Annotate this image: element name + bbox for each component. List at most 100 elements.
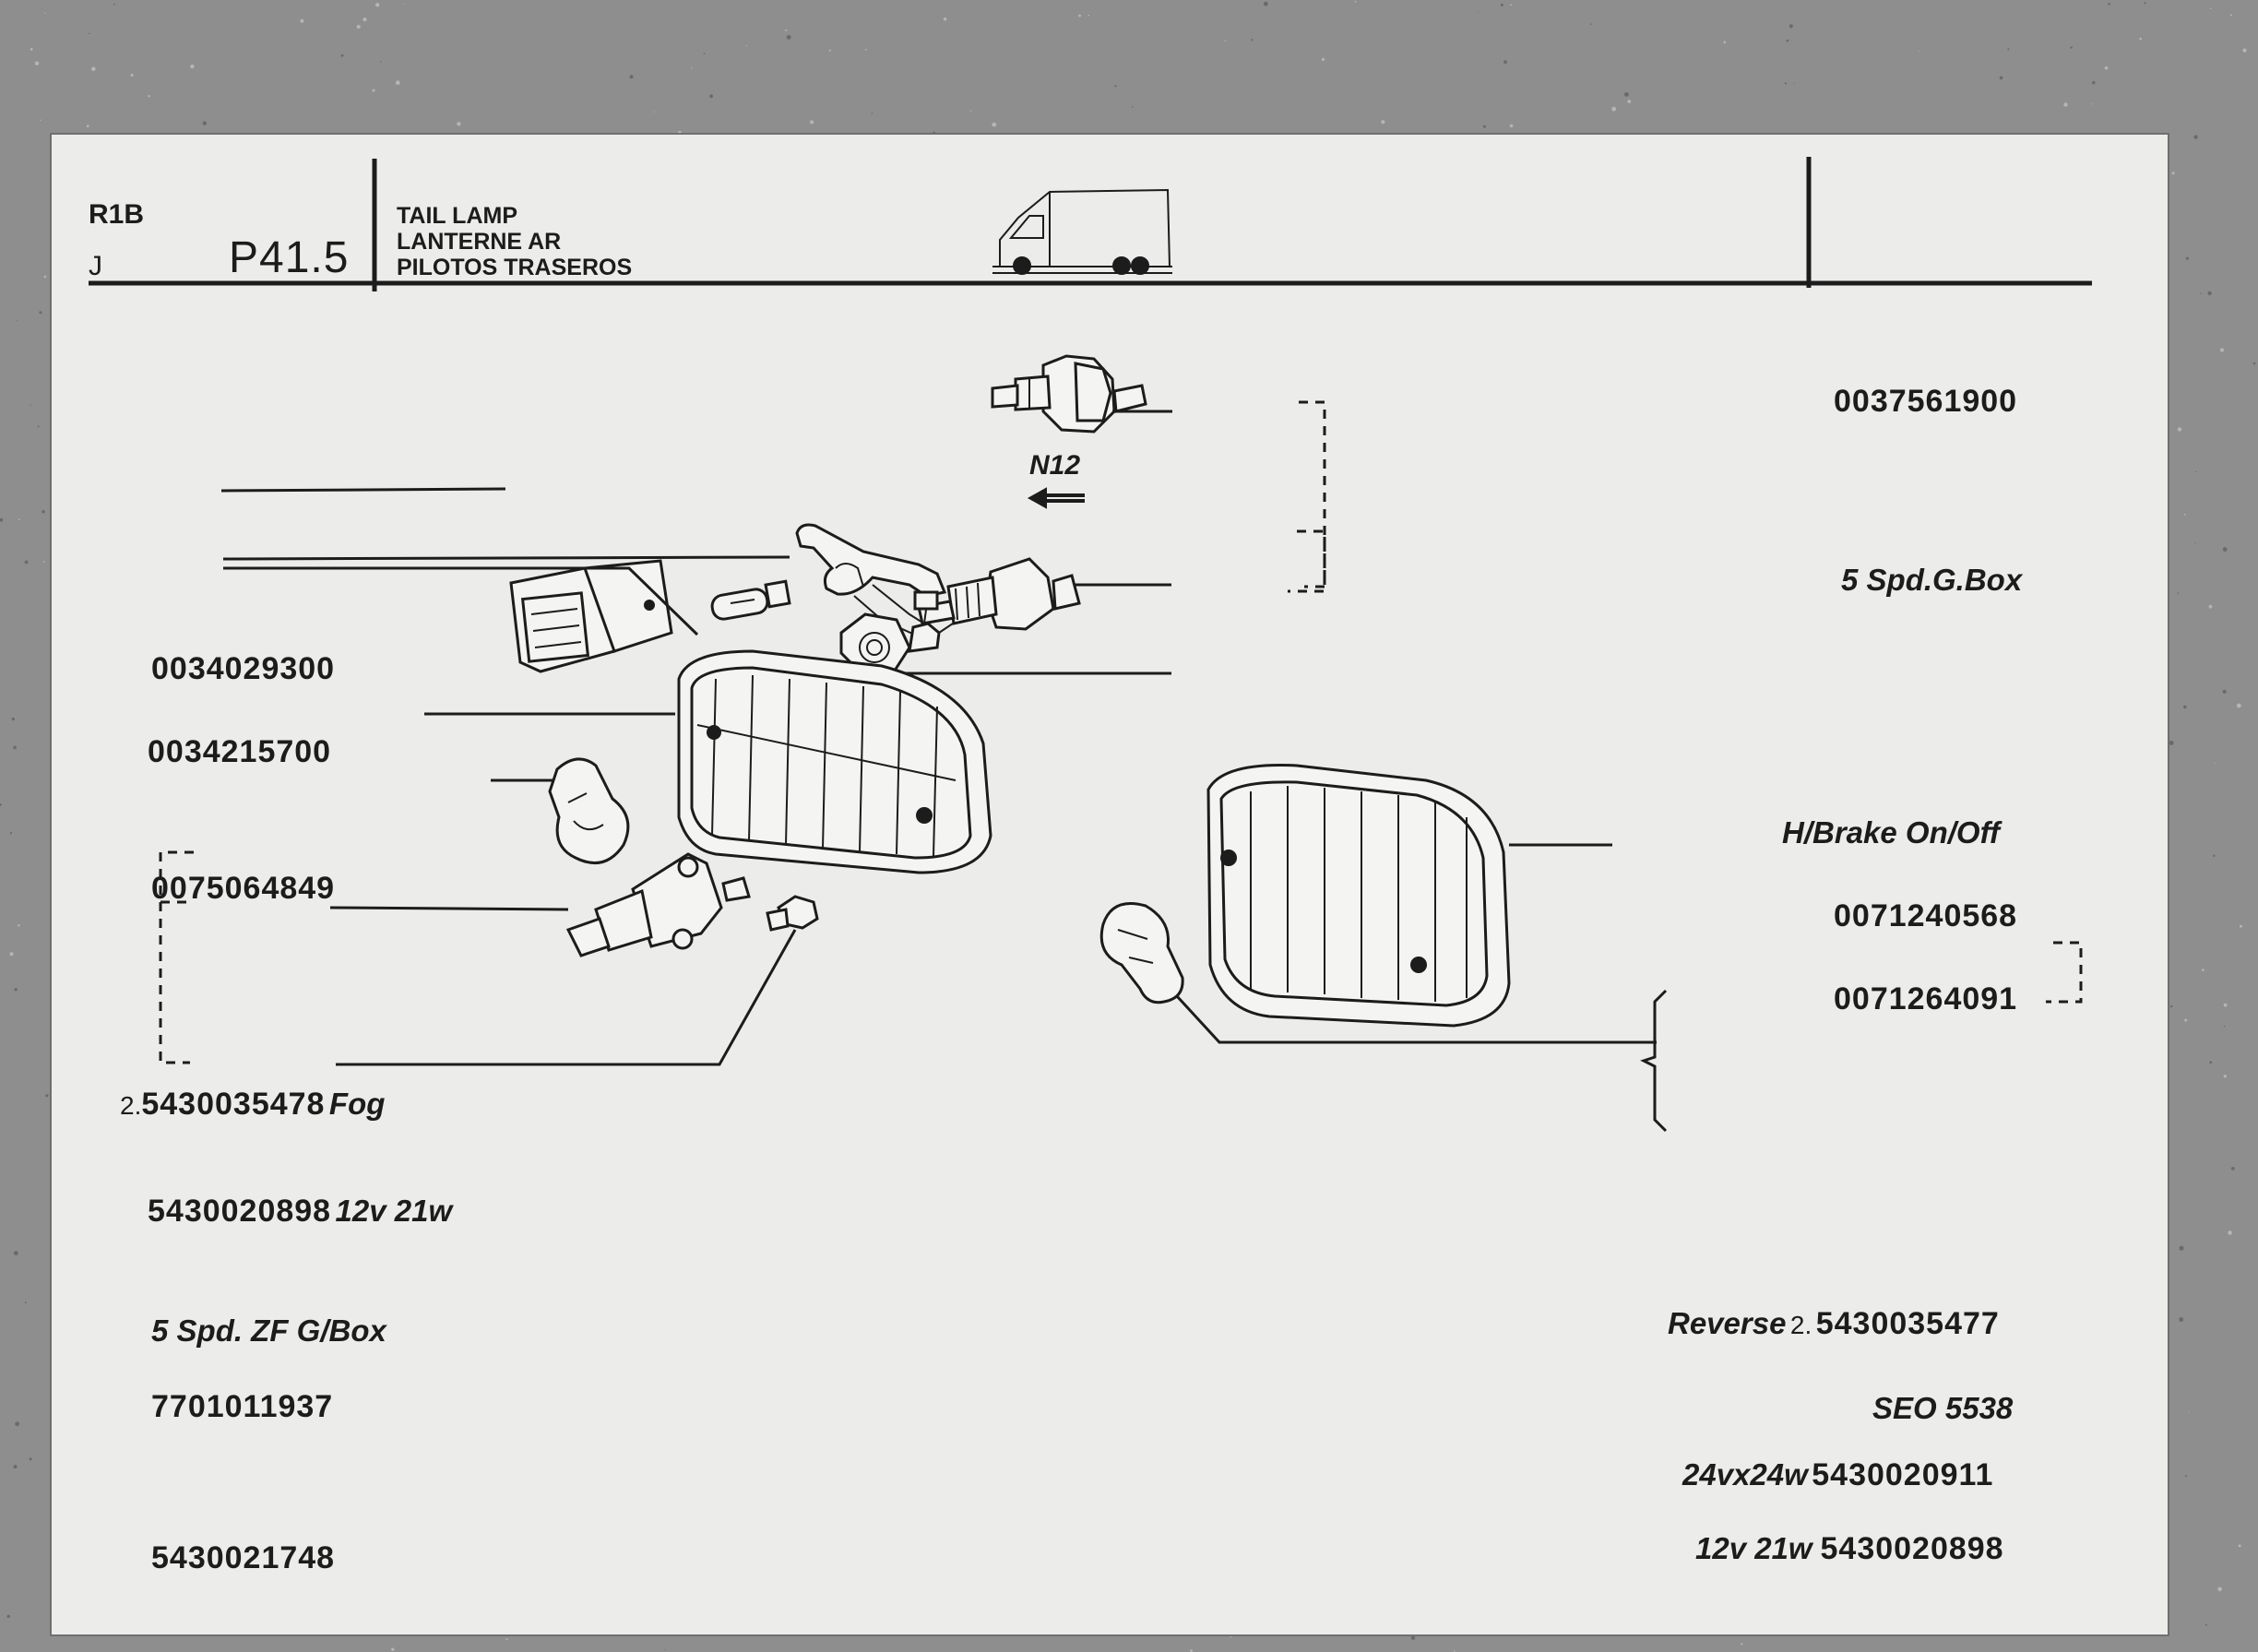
scan-speck [943, 18, 947, 21]
scan-speck [1229, 1634, 1233, 1637]
scan-speck [1321, 57, 1325, 61]
scan-speck [2169, 1004, 2173, 1008]
scan-speck [202, 121, 207, 125]
scan-speck [1500, 3, 1503, 6]
scan-speck [2188, 1411, 2190, 1413]
scan-speck [2242, 48, 2247, 53]
scan-speck [2194, 542, 2196, 544]
arrow-left-icon [1027, 487, 1085, 509]
scan-speck [2230, 14, 2232, 17]
scan-speck [113, 4, 115, 6]
scan-speck [2219, 348, 2225, 352]
leader-reverse-bulb [1175, 994, 1657, 1044]
reverse-lamp-label: Reverse 2. 5430035477 [1668, 1308, 2000, 1339]
scan-speck [2185, 256, 2189, 260]
scan-speck [678, 130, 682, 135]
bracket-handbrake [1297, 529, 1326, 588]
reverse-lamp-prefix: 2. [1789, 1311, 1812, 1339]
scan-speck [653, 111, 655, 113]
scan-speck [1078, 14, 1081, 18]
part-number-zf-switch: 7701011937 [151, 1389, 334, 1424]
scan-speck [709, 94, 713, 99]
scan-speck [9, 832, 12, 835]
fog-bulb-drawing [548, 757, 630, 865]
scan-speck [2184, 1018, 2188, 1022]
scan-speck [2207, 291, 2212, 296]
scan-speck [1589, 23, 1592, 26]
scan-speck [356, 24, 361, 30]
scan-speck [2228, 1230, 2232, 1235]
scan-speck [2238, 1544, 2241, 1548]
scan-speck [2185, 1475, 2187, 1478]
scan-speck [43, 275, 47, 279]
scan-speck [2007, 48, 2010, 51]
scan-speck [1251, 39, 1254, 42]
scan-speck [1786, 39, 1789, 42]
scan-speck [664, 1649, 666, 1650]
scan-speck [2108, 3, 2110, 6]
scan-speck [691, 67, 693, 69]
scan-speck [9, 952, 14, 957]
scan-speck [1354, 0, 1357, 3]
scan-speck [2217, 1587, 2222, 1592]
scan-speck [300, 18, 304, 23]
scan-speck [2208, 604, 2213, 609]
hex-nut-drawing [839, 612, 911, 675]
van-icon [992, 188, 1172, 275]
scan-speck [2223, 1003, 2228, 1007]
reference-label: N12 [1029, 450, 1081, 481]
leader-screw [336, 929, 797, 1066]
scan-speck [1477, 12, 1479, 14]
scan-speck [1611, 106, 1617, 112]
scan-speck [871, 113, 873, 114]
note-reverse: Reverse [1668, 1306, 1787, 1340]
leader-switch-panel [220, 487, 506, 493]
scan-speck [13, 1251, 18, 1255]
scan-speck [190, 64, 195, 69]
scan-speck [37, 425, 40, 428]
spec-reverse-bulb-24: 24vx24w [1682, 1457, 1808, 1492]
title-english: TAIL LAMP [397, 203, 518, 229]
scan-speck [1503, 60, 1507, 64]
scan-speck [1132, 106, 1134, 108]
scan-speck [30, 48, 33, 51]
scan-speck [375, 3, 380, 7]
scan-speck [2252, 362, 2256, 365]
part-number-gbox-switch: 0037561900 [1834, 384, 2018, 419]
scan-speck [0, 803, 2, 806]
scan-speck [130, 74, 134, 77]
fog-lamp-label: 2.5430035478 Fog [120, 1088, 385, 1120]
part-number-switch-panel: 0034215700 [148, 734, 332, 769]
scan-speck [1454, 1650, 1456, 1652]
scan-speck [1087, 14, 1090, 17]
scan-speck [2223, 1026, 2226, 1028]
scan-speck [2209, 7, 2212, 9]
part-number-reverse-bulb-12: 5430020898 [1820, 1531, 2004, 1566]
fog-bulb-label: 5430020898 12v 21w [148, 1195, 452, 1227]
plate-number: P41.5 [229, 233, 350, 282]
fog-lamp-prefix: 2. [120, 1091, 142, 1120]
scan-speck [1794, 82, 1795, 84]
bracket-seo [2046, 941, 2083, 1004]
reverse-bulb-24-label: 24vx24w 5430020911 [1682, 1459, 1993, 1491]
scan-speck [786, 35, 791, 40]
scan-speck [391, 1647, 395, 1651]
scan-speck [505, 1638, 508, 1641]
scan-speck [1410, 1635, 1416, 1640]
scan-speck [745, 44, 747, 46]
bracket-gbox [1288, 400, 1326, 593]
spec-fog-bulb: 12v 21w [335, 1194, 453, 1228]
scan-speck [2223, 1075, 2227, 1078]
scan-speck [2169, 740, 2174, 745]
scan-speck [2215, 762, 2216, 764]
scan-speck [29, 1457, 32, 1461]
leader-small-bulb [223, 566, 699, 636]
scan-speck [13, 1465, 18, 1469]
scan-speck [1381, 120, 1385, 125]
scan-speck [40, 119, 42, 121]
scan-speck [18, 924, 20, 927]
part-number-reverse-lamp: 5430035477 [1815, 1306, 2000, 1341]
scan-speck [15, 1421, 19, 1427]
scan-speck [810, 120, 814, 125]
scan-speck [2092, 80, 2096, 85]
